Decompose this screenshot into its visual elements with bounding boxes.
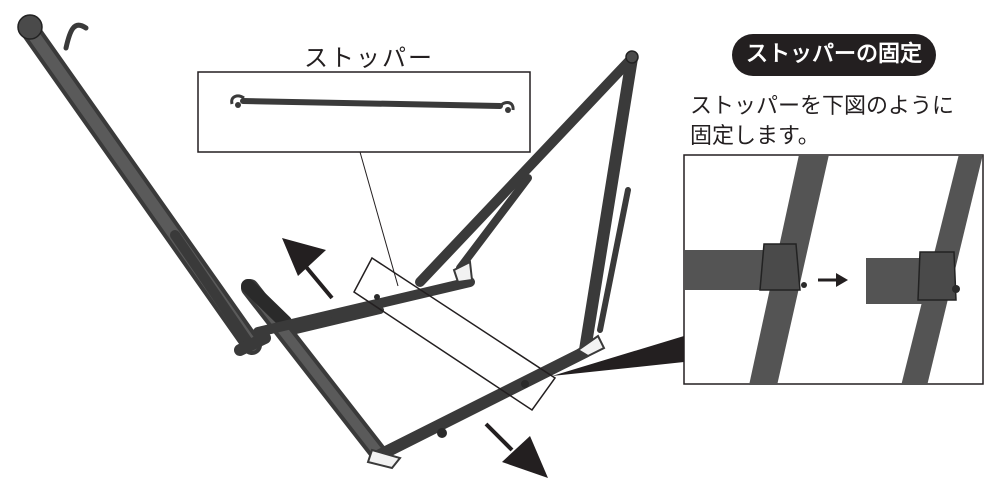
stopper-end-right	[498, 101, 515, 111]
stopper-leader-line	[359, 151, 399, 287]
right-brace	[456, 174, 532, 272]
right-foot	[576, 334, 606, 358]
hammock-frame	[17, 14, 639, 470]
left-brace	[170, 230, 255, 350]
left-hook	[63, 22, 89, 51]
rear-base-beam	[253, 277, 475, 337]
stopper-fix-title-badge: ストッパーの固定	[732, 34, 937, 76]
joint	[374, 294, 380, 300]
detail-clamp-left	[759, 243, 801, 291]
right-support-arm	[579, 52, 638, 356]
stopper-fix-description-line2: 固定します。	[690, 124, 820, 149]
stopper-detail-panel	[683, 154, 984, 385]
stopper-fix-description-line1: ストッパーを下図のように	[690, 94, 955, 119]
stopper-label: ストッパー	[304, 44, 434, 72]
detail-clamp-right	[917, 251, 957, 301]
front-cross-beam	[374, 346, 591, 461]
focus-rectangle	[353, 256, 557, 412]
stopper-end-left	[230, 94, 245, 105]
joint	[437, 428, 447, 438]
zoom-pointer	[552, 336, 684, 376]
stopper-callout	[197, 71, 531, 287]
front-foot	[366, 448, 402, 470]
rear-foot	[452, 260, 474, 284]
arrow-up-left-icon	[282, 238, 334, 300]
detail-bolt-left	[801, 282, 807, 288]
right-upper-arm	[415, 53, 637, 287]
detail-tube-left	[684, 250, 774, 290]
left-tip-cap	[17, 14, 43, 40]
left-foot	[234, 332, 271, 356]
stopper-bar	[240, 98, 503, 109]
detail-bolt-right	[952, 285, 960, 293]
arrow-right-icon	[818, 273, 848, 287]
arrow-down-right-icon	[484, 422, 548, 478]
stopper-callout-box	[197, 71, 531, 153]
right-tip-cap	[625, 50, 639, 64]
joint	[521, 380, 529, 388]
